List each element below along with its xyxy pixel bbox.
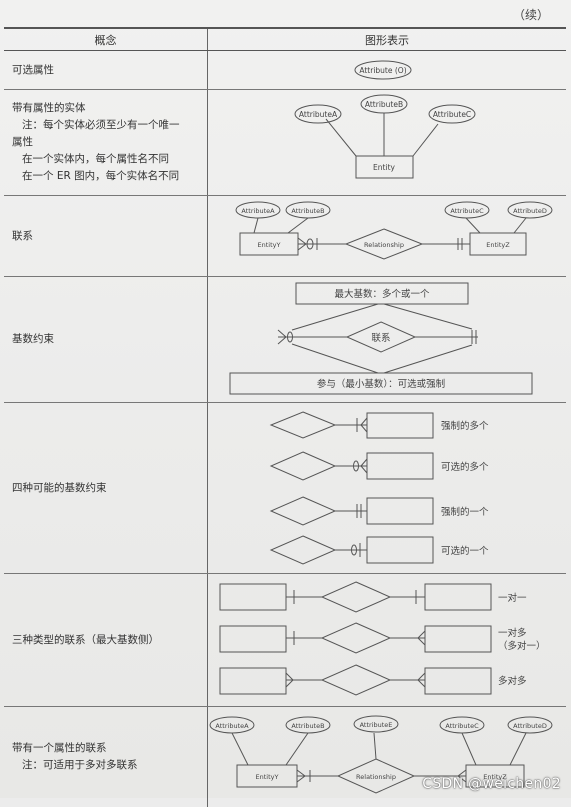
optional-one-text: 可选的一个 [441, 545, 489, 557]
continued-label: （续） [513, 6, 549, 23]
ra-entity-y-text: EntityY [256, 773, 279, 781]
concept-optional-attribute: 可选属性 [4, 51, 208, 90]
ra-attribute-e-text: AttributeE [360, 721, 393, 729]
optional-attribute-figure: Attribute (O) [208, 51, 566, 89]
many-to-one-text: （多对一） [498, 640, 546, 652]
watermark: CSDN @weichen02 [422, 776, 561, 792]
rel-attribute-a-text: AttributeA [241, 207, 275, 215]
er-notation-table: 概念 图形表示 可选属性 Attribute (O) 带有属性的实体 注： [4, 27, 566, 807]
one-to-many-text: 一对多 [498, 627, 527, 639]
ra-attribute-c-text: AttributeC [445, 722, 479, 730]
mandatory-many-text: 强制的多个 [441, 420, 489, 432]
relationship-text: Relationship [364, 241, 404, 249]
relationship-attribute-note: 注：可适用于多对多联系 [12, 757, 207, 774]
table-row-four-constraints: 四种可能的基数约束 [4, 403, 566, 574]
attribute-b-text: AttributeB [365, 100, 403, 109]
graphic-three-types: 一对一 一对多 （多对一） 多对多 [208, 574, 567, 707]
mandatory-one-text: 强制的一个 [441, 506, 489, 518]
many-to-many-text: 多对多 [498, 675, 527, 687]
rel-attribute-c-text: AttributeC [450, 207, 484, 215]
header-concept: 概念 [4, 28, 208, 51]
rel-attribute-b-text: AttributeB [291, 207, 324, 215]
attribute-c-text: AttributeC [433, 110, 471, 119]
header-graphic: 图形表示 [208, 28, 567, 51]
table-row-three-types: 三种类型的联系（最大基数侧） [4, 574, 566, 707]
optional-many-text: 可选的多个 [441, 461, 489, 473]
attribute-optional-text: Attribute (O) [359, 66, 406, 75]
relationship-figure: AttributeA AttributeB AttributeC Attribu… [208, 196, 566, 276]
graphic-cardinality: 最大基数：多个或一个 联系 参与（最小基数）：可选或强制 [208, 277, 567, 403]
graphic-relationship: AttributeA AttributeB AttributeC Attribu… [208, 196, 567, 277]
concept-entity-attributes: 带有属性的实体 注：每个实体必须至少有一个唯一 属性 在一个实体内，每个属性名不… [4, 90, 208, 196]
graphic-four-constraints: 强制的多个 可选的多个 强制的一个 可选的一个 [208, 403, 567, 574]
max-cardinality-text: 最大基数：多个或一个 [334, 288, 430, 300]
ra-attribute-a-text: AttributeA [215, 722, 249, 730]
table-row-optional-attribute: 可选属性 Attribute (O) [4, 51, 566, 90]
cardinality-figure: 最大基数：多个或一个 联系 参与（最小基数）：可选或强制 [208, 277, 566, 402]
entity-attributes-figure: AttributeB AttributeA AttributeC Entity [208, 90, 566, 195]
concept-relationship: 联系 [4, 196, 208, 277]
graphic-entity-attributes: AttributeB AttributeA AttributeC Entity [208, 90, 567, 196]
table-row-cardinality: 基数约束 [4, 277, 566, 403]
ra-relationship-text: Relationship [356, 773, 396, 781]
concept-three-types: 三种类型的联系（最大基数侧） [4, 574, 208, 707]
concept-cardinality: 基数约束 [4, 277, 208, 403]
entity-z-text: EntityZ [486, 241, 510, 249]
three-types-figure: 一对一 一对多 （多对一） 多对多 [208, 574, 566, 706]
entity-note-1: 注：每个实体必须至少有一个唯一 [12, 117, 207, 134]
entity-note-2: 在一个实体内，每个属性名不同 [12, 151, 207, 168]
table-header-row: 概念 图形表示 [4, 28, 566, 51]
ra-attribute-d-text: AttributeD [513, 722, 547, 730]
entity-note-1b: 属性 [12, 134, 207, 151]
relationship-attribute-figure: AttributeA AttributeB AttributeE Attribu… [208, 707, 566, 807]
entity-text: Entity [373, 163, 395, 172]
relationship-attribute-title: 带有一个属性的联系 [12, 740, 207, 757]
entity-note-3: 在一个 ER 图内，每个实体名不同 [12, 168, 207, 185]
ra-attribute-b-text: AttributeB [291, 722, 324, 730]
entity-y-text: EntityY [258, 241, 281, 249]
table-row-relationship: 联系 [4, 196, 566, 277]
cardinality-rel-text: 联系 [371, 333, 390, 344]
min-cardinality-text: 参与（最小基数）：可选或强制 [317, 378, 445, 390]
table-row-entity-attributes: 带有属性的实体 注：每个实体必须至少有一个唯一 属性 在一个实体内，每个属性名不… [4, 90, 566, 196]
concept-four-constraints: 四种可能的基数约束 [4, 403, 208, 574]
four-constraints-figure: 强制的多个 可选的多个 强制的一个 可选的一个 [208, 403, 566, 573]
rel-attribute-d-text: AttributeD [513, 207, 547, 215]
concept-relationship-attribute: 带有一个属性的联系 注：可适用于多对多联系 [4, 707, 208, 807]
attribute-a-text: AttributeA [299, 110, 338, 119]
entity-attributes-title: 带有属性的实体 [12, 100, 207, 117]
graphic-optional-attribute: Attribute (O) [208, 51, 567, 90]
one-to-one-text: 一对一 [498, 592, 527, 604]
